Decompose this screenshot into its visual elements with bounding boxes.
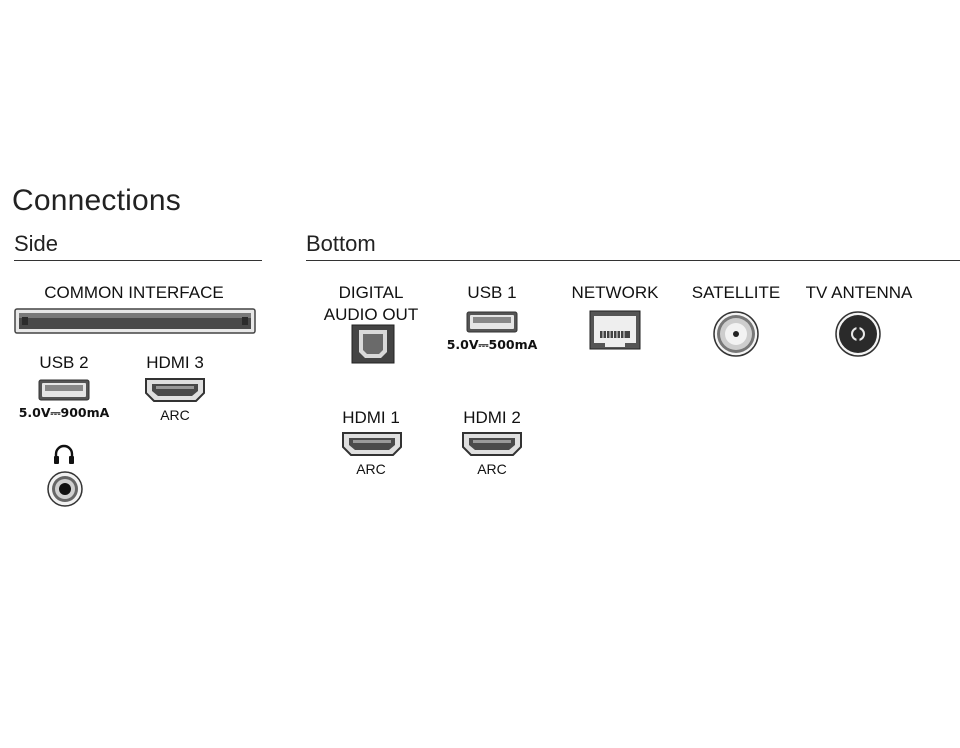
bottom-divider: [306, 260, 960, 261]
hdmi3-port-icon: [144, 377, 206, 403]
usb1-label: USB 1: [467, 283, 517, 302]
satellite-connector-icon: [712, 310, 760, 358]
page-title: Connections: [12, 184, 181, 217]
headphones-icon: [52, 443, 76, 465]
hdmi1-port-icon: [341, 431, 403, 457]
side-divider: [14, 260, 262, 261]
common-interface-slot-icon: [14, 308, 256, 334]
digital-audio-out-label-line2: AUDIO OUT: [323, 305, 419, 324]
hdmi2-port-icon: [461, 431, 523, 457]
side-section-heading: Side: [14, 231, 59, 256]
bottom-section-heading: Bottom: [306, 231, 376, 256]
usb2-port-icon: [38, 379, 90, 401]
satellite-label: SATELLITE: [691, 283, 781, 302]
usb2-spec: 5.0V⎓900mA: [18, 405, 110, 420]
hdmi3-label: HDMI 3: [146, 353, 204, 372]
headphone-jack-icon: [46, 470, 84, 508]
hdmi2-arc-label: ARC: [477, 461, 507, 477]
ethernet-port-icon: [589, 310, 641, 350]
antenna-connector-icon: [834, 310, 882, 358]
optical-port-icon: [351, 324, 395, 364]
hdmi1-arc-label: ARC: [356, 461, 386, 477]
tv-antenna-label: TV ANTENNA: [805, 283, 913, 302]
digital-audio-out-label-line1: DIGITAL: [338, 283, 404, 302]
hdmi3-arc-label: ARC: [160, 407, 190, 423]
usb2-label: USB 2: [39, 353, 89, 372]
hdmi1-label: HDMI 1: [342, 408, 400, 427]
network-label: NETWORK: [571, 283, 659, 302]
common-interface-label: COMMON INTERFACE: [44, 283, 224, 302]
hdmi2-label: HDMI 2: [463, 408, 521, 427]
usb1-port-icon: [466, 311, 518, 333]
usb1-spec: 5.0V⎓500mA: [446, 337, 538, 352]
